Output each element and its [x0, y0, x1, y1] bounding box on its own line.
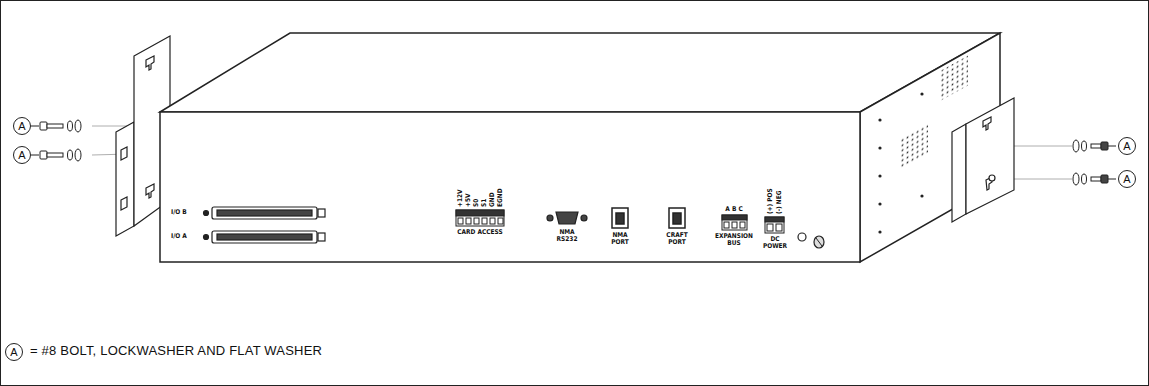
pin-label: EGND	[497, 188, 504, 207]
callout-circle: A	[1118, 170, 1136, 188]
port-label: NMA RS232	[552, 229, 582, 243]
pin-label: +12V	[457, 189, 464, 207]
port-label: I/O A	[171, 233, 187, 240]
note-text: = #8 BOLT, LOCKWASHER AND FLAT WASHER	[30, 344, 322, 358]
callout-circle: A	[5, 343, 23, 361]
pin-label: S1	[481, 199, 488, 207]
callout-letter: A	[1123, 174, 1130, 185]
pin-label: A B C	[725, 206, 742, 213]
callout-letter: A	[10, 347, 17, 358]
port-label: CRAFT PORT	[663, 232, 691, 246]
port-label: DC POWER	[762, 236, 788, 250]
callout-circle: A	[1118, 137, 1136, 155]
callout-circle: A	[13, 146, 31, 164]
port-label: NMA PORT	[607, 232, 633, 246]
pin-label: (+) POS	[767, 188, 774, 214]
port-label: EXPANSION BUS	[713, 233, 755, 247]
callout-letter: A	[1123, 141, 1130, 152]
callout-circle: A	[13, 117, 31, 135]
pin-label: GND	[489, 192, 496, 207]
port-label: I/O B	[171, 209, 187, 216]
pin-label: (-) NEG	[776, 191, 783, 215]
callout-letter: A	[18, 150, 25, 161]
pin-label: +5V	[465, 194, 472, 208]
pin-label: S0	[473, 199, 480, 207]
callout-letter: A	[18, 121, 25, 132]
port-label: CARD ACCESS	[457, 229, 502, 236]
